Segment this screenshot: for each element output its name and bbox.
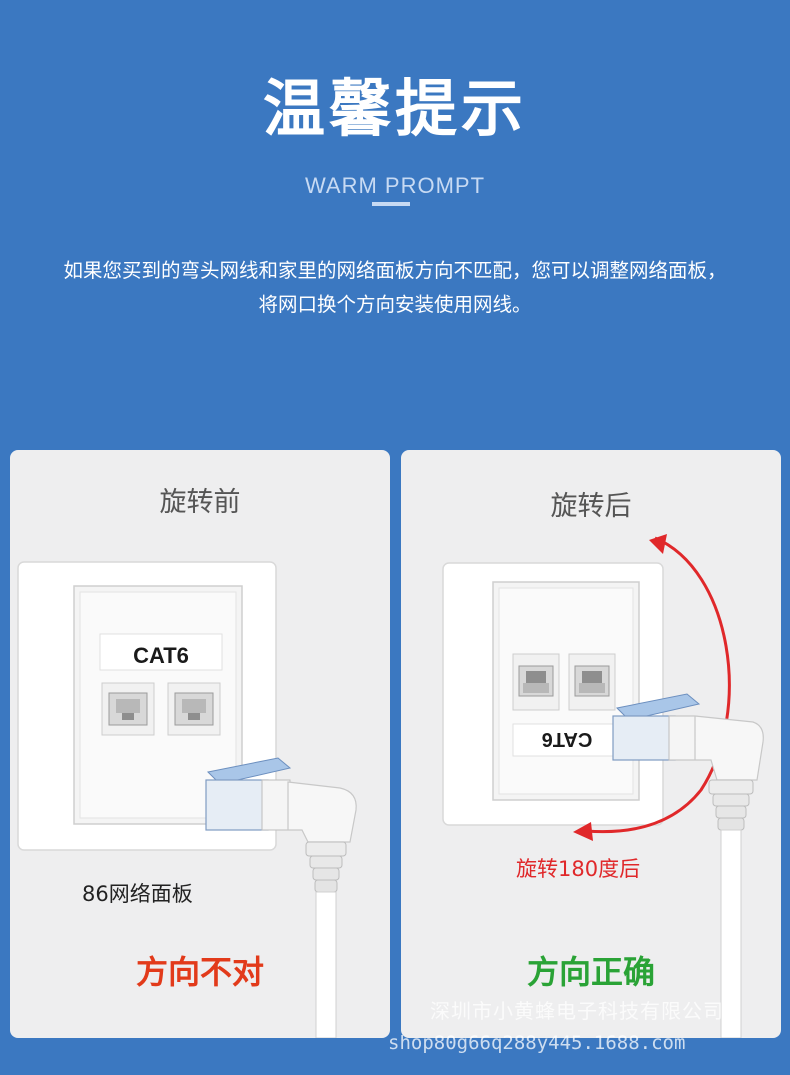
flat-cable (315, 891, 337, 1038)
page-title: 温馨提示 (262, 72, 527, 145)
verdict-correct-direction: 方向正确 (526, 953, 655, 991)
watermark-company: 深圳市小黄蜂电子科技有限公司 (430, 999, 724, 1023)
flat-cable (720, 829, 742, 1038)
right-angle-plug-correct (612, 693, 764, 1038)
cat6-label-strip (99, 633, 223, 671)
rj45-socket-left (101, 682, 155, 736)
rj45-socket-right (167, 682, 221, 736)
subtitle-underline (372, 202, 410, 206)
wall-panel-illustration-before: CAT6 (17, 561, 357, 1038)
rotation-arrow-head-top (649, 534, 667, 554)
wall-panel-illustration-after: CAT6 (442, 534, 764, 1038)
card-title-before: 旋转前 (159, 487, 241, 518)
description-text: 如果您买到的弯头网线和家里的网络面板方向不匹配，您可以调整网络面板，将网口换个方… (63, 259, 727, 316)
page-subtitle: WARM PROMPT (304, 173, 486, 198)
cat6-label: CAT6 (133, 643, 189, 668)
rotate-180-label: 旋转180度后 (516, 857, 641, 881)
cat6-label-flipped: CAT6 (542, 728, 593, 750)
rotation-arrow-head-bottom (573, 822, 593, 841)
right-angle-plug-wrong (205, 757, 357, 1038)
card-before-rotation: 旋转前 CAT6 (10, 450, 390, 1038)
rj45-socket-left (512, 653, 560, 711)
rj45-socket-right (568, 653, 616, 711)
panel-label: 86网络面板 (82, 882, 193, 906)
watermark-shop-url: shop80g66q288y445.1688.com (388, 1032, 686, 1054)
verdict-wrong-direction: 方向不对 (135, 953, 264, 991)
card-title-after: 旋转后 (550, 491, 632, 522)
card-after-rotation: 旋转后 CAT6 (401, 450, 781, 1038)
